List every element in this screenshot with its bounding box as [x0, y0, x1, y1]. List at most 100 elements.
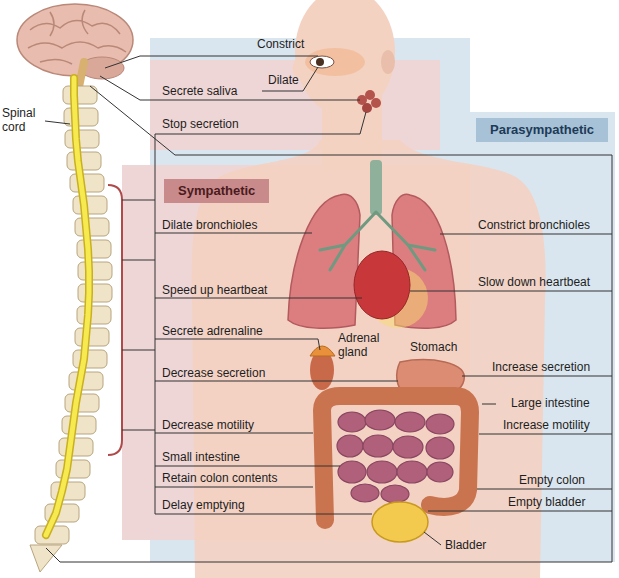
- leader-line: [262, 67, 318, 91]
- leader-line: [424, 532, 441, 545]
- organ-label: Small intestine: [162, 450, 240, 464]
- organ-label: Decrease secretion: [162, 366, 265, 380]
- vertebra: [70, 174, 104, 192]
- header-box: Parasympathetic: [476, 118, 608, 142]
- head: [295, 0, 395, 116]
- small-intestine-loop: [395, 412, 425, 432]
- small-intestine-loop: [365, 410, 395, 430]
- organ-label: Delay emptying: [162, 498, 245, 512]
- header-text: Sympathetic: [178, 183, 255, 199]
- vertebra: [65, 130, 99, 148]
- leader-line: [45, 121, 70, 124]
- small-intestine-loop: [426, 437, 454, 459]
- sympathetic-line: [122, 200, 155, 430]
- organ-label: Secrete adrenaline: [162, 324, 263, 338]
- organ-label: Secrete saliva: [162, 84, 237, 98]
- small-intestine-loop: [338, 412, 366, 432]
- leader-line: [440, 234, 612, 235]
- trachea: [370, 160, 382, 215]
- small-intestine-loop: [367, 461, 397, 483]
- vertebra: [73, 350, 107, 368]
- small-intestine-loop: [351, 484, 379, 502]
- vertebra: [73, 196, 107, 214]
- organ-label: Constrict: [257, 37, 304, 51]
- leader-line: [155, 433, 313, 434]
- leader-line: [482, 404, 496, 405]
- vertebra: [77, 240, 111, 258]
- spinal-cord-outline: [46, 78, 89, 535]
- small-intestine-loop: [397, 461, 427, 483]
- header-text: Parasympathetic: [490, 122, 594, 138]
- organ-label: Empty colon: [519, 473, 585, 487]
- sympathetic-line: [155, 134, 156, 514]
- organ-label: Empty bladder: [508, 495, 585, 509]
- eye-glow: [305, 48, 365, 76]
- vertebra: [77, 306, 111, 324]
- vertebra: [63, 86, 97, 104]
- small-intestine: [337, 410, 454, 503]
- spinal-cord: [46, 78, 89, 535]
- ear: [381, 50, 395, 74]
- leader-line: [155, 381, 398, 382]
- organ-label: Dilate: [268, 73, 299, 87]
- organ-label: Spinal cord: [2, 106, 42, 134]
- vertebra: [51, 482, 85, 500]
- leader-line: [155, 112, 366, 134]
- torso: [192, 140, 546, 578]
- salivary-gland: [371, 98, 381, 108]
- small-intestine-loop: [427, 462, 453, 482]
- vertebral-column: [30, 86, 112, 572]
- organ-label: Bladder: [445, 538, 486, 552]
- salivary-gland: [365, 90, 375, 100]
- organ-label: Large intestine: [511, 396, 590, 410]
- small-intestine-loop: [337, 435, 363, 457]
- lung: [288, 194, 360, 328]
- brain-folds: [28, 10, 126, 64]
- leader-line: [477, 489, 612, 490]
- leader-lines: [45, 56, 612, 562]
- leader-line: [155, 298, 362, 299]
- small-intestine-loop: [426, 414, 454, 434]
- heart: [354, 251, 410, 319]
- parasympathetic-line: [46, 86, 612, 562]
- vertebra: [78, 262, 112, 280]
- vertebra: [65, 394, 99, 412]
- vertebra: [75, 328, 109, 346]
- vertebra: [64, 108, 98, 126]
- vertebra: [59, 438, 93, 456]
- sympathetic-bracket: [108, 185, 122, 455]
- large-intestine: [322, 396, 470, 520]
- leader-line: [105, 56, 318, 68]
- organ-label: Stomach: [410, 340, 457, 354]
- vertebra: [75, 218, 109, 236]
- sympathetic-panel: [150, 60, 440, 150]
- leader-line: [100, 76, 360, 100]
- eye: [310, 56, 334, 68]
- organ-label: Adrenal gland: [338, 331, 390, 359]
- leader-line: [479, 434, 612, 435]
- leader-line: [155, 339, 320, 350]
- header-box: Sympathetic: [164, 179, 269, 203]
- organ-label: Retain colon contents: [162, 471, 277, 485]
- organ-label: Increase secretion: [492, 360, 590, 374]
- vertebra: [69, 372, 103, 390]
- leader-line: [155, 487, 313, 488]
- organ-label: Increase motility: [503, 418, 590, 432]
- organ-label: Constrict bronchioles: [478, 218, 590, 232]
- vertebra: [78, 284, 112, 302]
- vertebra: [62, 416, 96, 434]
- leader-line: [410, 291, 612, 292]
- leader-line: [155, 233, 312, 234]
- organ-label: Speed up heartbeat: [162, 283, 267, 297]
- organ-label: Slow down heartbeat: [478, 275, 590, 289]
- small-intestine-loop: [393, 436, 423, 458]
- leader-line: [155, 466, 340, 467]
- leader-line: [462, 376, 612, 377]
- leader-line: [428, 511, 612, 512]
- pupil: [316, 58, 324, 66]
- small-intestine-loop: [363, 435, 393, 457]
- leader-line: [155, 514, 372, 515]
